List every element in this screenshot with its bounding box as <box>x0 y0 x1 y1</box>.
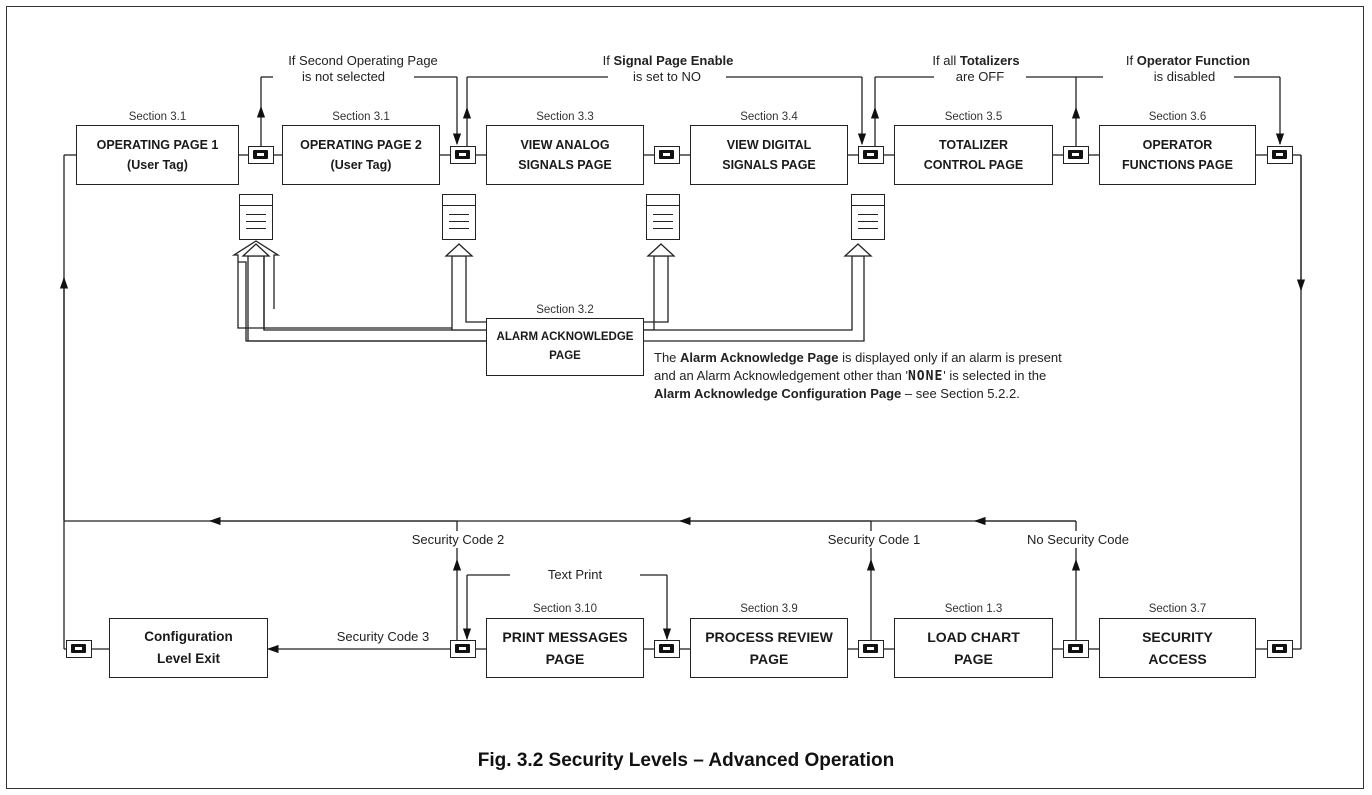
operating-page-1-box[interactable]: OPERATING PAGE 1 (User Tag) <box>76 125 239 185</box>
figure-caption: Fig. 3.2 Security Levels – Advanced Oper… <box>477 750 895 771</box>
configuration-level-exit-box[interactable]: Configuration Level Exit <box>109 618 268 678</box>
bypass-label-operator-cont: is disabled <box>1135 68 1234 85</box>
security-code-3-label: Security Code 3 <box>318 628 448 645</box>
scroll-key-icon[interactable] <box>654 640 680 658</box>
alarm-list-icon <box>851 194 885 240</box>
bypass-label-operator: If Operator Function <box>1109 52 1267 69</box>
section-label: Section 3.10 <box>533 603 597 615</box>
scroll-key-icon[interactable] <box>450 146 476 164</box>
scroll-key-icon[interactable] <box>1063 640 1089 658</box>
alarm-page-note: The Alarm Acknowledge Page is displayed … <box>654 350 1062 401</box>
totalizer-control-box[interactable]: TOTALIZER CONTROL PAGE <box>894 125 1053 185</box>
bypass-label-second-page-cont: is not selected <box>273 68 414 85</box>
print-messages-box[interactable]: PRINT MESSAGES PAGE <box>486 618 644 678</box>
alarm-acknowledge-page-box[interactable]: ALARM ACKNOWLEDGE PAGE <box>486 318 644 376</box>
view-analog-signals-box[interactable]: VIEW ANALOG SIGNALS PAGE <box>486 125 644 185</box>
bypass-label-signal-page-cont: is set to NO <box>608 68 726 85</box>
security-code-1-label: Security Code 1 <box>796 531 952 548</box>
figure-frame <box>6 6 1364 789</box>
scroll-key-icon[interactable] <box>654 146 680 164</box>
load-chart-box[interactable]: LOAD CHART PAGE <box>894 618 1053 678</box>
section-label: Section 3.4 <box>740 111 798 123</box>
section-label: Section 3.7 <box>1148 603 1207 615</box>
alarm-list-icon <box>442 194 476 240</box>
scroll-key-icon[interactable] <box>1063 146 1089 164</box>
no-security-code-label: No Security Code <box>1000 531 1156 548</box>
alarm-list-icon <box>646 194 680 240</box>
section-label: Section 3.9 <box>740 603 798 615</box>
operating-page-2-box[interactable]: OPERATING PAGE 2 (User Tag) <box>282 125 440 185</box>
section-label: Section 3.3 <box>536 111 594 123</box>
section-label: Section 3.5 <box>944 111 1003 123</box>
section-label: Section 3.6 <box>1148 111 1207 123</box>
scroll-key-icon[interactable] <box>248 146 274 164</box>
section-label: Section 1.3 <box>944 603 1003 615</box>
scroll-key-icon[interactable] <box>1267 640 1293 658</box>
scroll-key-icon[interactable] <box>66 640 92 658</box>
bypass-label-signal-page: If Signal Page Enable <box>585 52 751 69</box>
scroll-key-icon[interactable] <box>858 146 884 164</box>
scroll-key-icon[interactable] <box>858 640 884 658</box>
operator-functions-box[interactable]: OPERATOR FUNCTIONS PAGE <box>1099 125 1256 185</box>
scroll-key-icon[interactable] <box>1267 146 1293 164</box>
security-code-2-label: Security Code 2 <box>380 531 536 548</box>
section-label: Section 3.1 <box>128 111 187 123</box>
section-label: Section 3.2 <box>536 304 594 316</box>
section-label: Section 3.1 <box>332 111 390 123</box>
bypass-label-second-page: If Second Operating Page <box>270 52 456 69</box>
process-review-box[interactable]: PROCESS REVIEW PAGE <box>690 618 848 678</box>
security-access-box[interactable]: SECURITY ACCESS <box>1099 618 1256 678</box>
scroll-key-icon[interactable] <box>450 640 476 658</box>
view-digital-signals-box[interactable]: VIEW DIGITAL SIGNALS PAGE <box>690 125 848 185</box>
bypass-label-totalizers-cont: are OFF <box>934 68 1026 85</box>
text-print-label: Text Print <box>510 566 640 583</box>
bypass-label-totalizers: If all Totalizers <box>915 52 1037 69</box>
alarm-list-icon <box>239 194 273 240</box>
